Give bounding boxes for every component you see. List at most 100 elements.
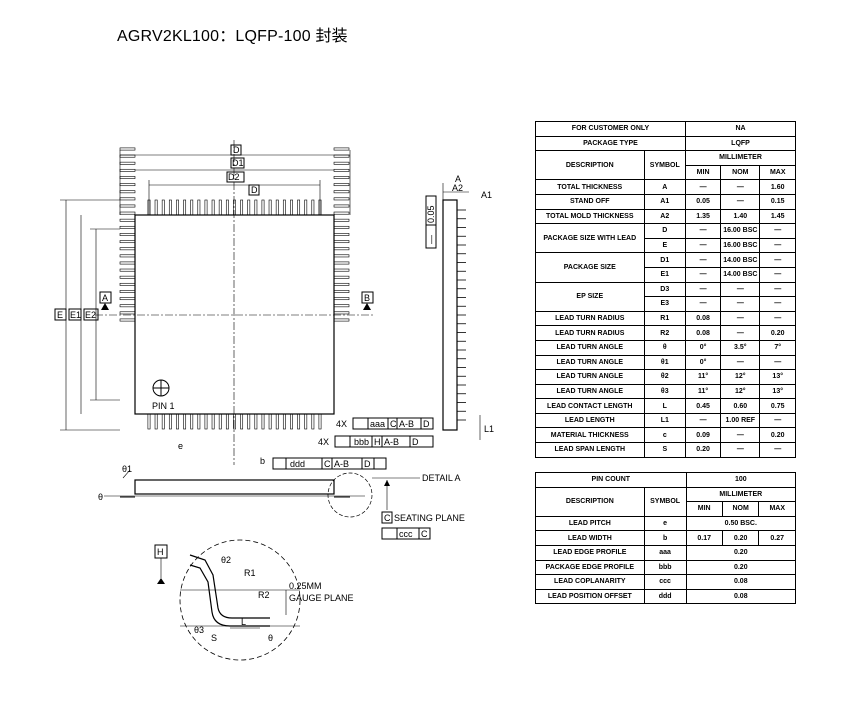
spec-table-leads: PIN COUNT 100 DESCRIPTION SYMBOL MILLIME… <box>535 472 797 605</box>
lead <box>311 199 315 216</box>
row-desc: PACKAGE SIZE WITH LEAD <box>535 223 645 254</box>
lead <box>254 199 258 216</box>
row-nom: 0.60 <box>720 398 761 414</box>
row-min: 0.08 <box>685 325 722 341</box>
lead <box>333 254 350 258</box>
theta1-label: θ1 <box>122 464 132 474</box>
lead <box>333 297 350 301</box>
row-min: 11° <box>685 369 722 385</box>
row-max: 1.60 <box>759 179 796 195</box>
table-row: E — 16.00 BSC — <box>536 237 796 254</box>
theta-label: θ <box>98 492 103 502</box>
datum-C-label: C <box>384 513 391 523</box>
row-value: 0.08 <box>685 588 797 605</box>
fc-ccc-tolerance: ccc <box>399 529 413 539</box>
row-nom: — <box>720 427 761 444</box>
fc-ccc-datum: C <box>421 529 428 539</box>
lead <box>119 304 136 308</box>
lead <box>297 199 301 216</box>
row-symbol: A <box>643 179 687 195</box>
lead <box>233 413 236 430</box>
lead <box>261 199 265 216</box>
lead-pitch-label: e <box>178 441 183 451</box>
fc3-datum: C <box>324 459 331 469</box>
theta2-label: θ2 <box>221 555 231 565</box>
fc1-datum3: D <box>423 419 430 429</box>
row-max: 0.27 <box>758 530 796 546</box>
lead <box>318 413 322 430</box>
lead <box>119 197 136 201</box>
lead <box>240 413 244 430</box>
row-nom: — <box>720 179 761 195</box>
row-nom: 12° <box>720 383 761 400</box>
customer-value: NA <box>685 121 796 137</box>
row-min: 0.20 <box>685 442 722 458</box>
row-min: 0° <box>685 354 722 371</box>
lead <box>154 199 158 216</box>
theta3-label: θ3 <box>194 625 204 635</box>
row-min: — <box>685 281 722 298</box>
table-row: LEAD TURN ANGLE θ3 11° 12° 13° <box>535 383 796 400</box>
table-row: LEAD SPAN LENGTH S 0.20 — — <box>535 442 796 458</box>
dim-D1-label: D1 <box>232 158 244 168</box>
row-symbol: L <box>643 398 687 414</box>
table-row: LEAD CONTACT LENGTH L 0.45 0.60 0.75 <box>535 398 796 414</box>
lead <box>119 240 136 244</box>
lead <box>119 147 136 151</box>
lead <box>333 176 350 179</box>
table-row: LEAD TURN RADIUS R2 0.08 — 0.20 <box>535 325 796 341</box>
row-value: 0.08 <box>685 574 797 590</box>
package-type-value: LQFP <box>685 135 796 152</box>
lead <box>333 168 350 172</box>
lead <box>333 147 350 151</box>
S-label: S <box>211 633 217 643</box>
row-max: — <box>759 296 796 312</box>
row-nom: 16.00 BSC <box>720 223 761 239</box>
row-min: — <box>685 237 722 254</box>
lead <box>333 211 350 215</box>
dim-E1-label: E1 <box>70 310 81 320</box>
fc2-prefix: 4X <box>318 437 329 447</box>
lead <box>304 199 308 216</box>
lead <box>333 304 350 308</box>
lead <box>211 413 215 430</box>
row-symbol: e <box>643 515 687 532</box>
lead <box>333 240 350 244</box>
row-max: — <box>759 281 796 298</box>
lead <box>290 413 293 430</box>
row-symbol: E <box>643 237 687 254</box>
lead <box>261 413 265 430</box>
table-row: LEAD EDGE PROFILE aaa 0.20 <box>535 544 797 561</box>
row-max: — <box>759 354 796 371</box>
row-max: 13° <box>759 369 796 385</box>
row-desc: LEAD CONTACT LENGTH <box>535 398 645 414</box>
row-symbol: bbb <box>643 559 687 576</box>
lead <box>168 199 172 216</box>
row-max: — <box>759 252 796 268</box>
row-nom: — <box>720 325 761 341</box>
row-desc: PACKAGE SIZE <box>535 252 645 283</box>
dim-A-label: A <box>455 174 461 184</box>
row-nom: 16.00 BSC <box>720 237 761 254</box>
lead <box>311 413 315 430</box>
row-desc: LEAD TURN RADIUS <box>535 325 645 341</box>
lead <box>119 211 136 215</box>
row-symbol: θ3 <box>643 383 687 400</box>
row-symbol: c <box>643 427 687 444</box>
row-desc: LEAD TURN ANGLE <box>535 354 645 371</box>
table-row: LEAD TURN ANGLE θ 0° 3.5° 7° <box>535 339 796 356</box>
lead <box>333 275 350 279</box>
package-body-top-view <box>134 214 335 415</box>
row-desc: EP SIZE <box>535 281 645 312</box>
lead <box>119 168 136 172</box>
row-max: 0.75 <box>759 398 796 414</box>
pin-count-value: 100 <box>685 472 797 488</box>
lead <box>268 413 272 430</box>
lead <box>333 290 350 293</box>
lead <box>119 233 136 236</box>
seating-plane-label: SEATING PLANE <box>394 513 465 523</box>
row-desc: LEAD EDGE PROFILE <box>535 544 645 561</box>
lead <box>119 268 136 272</box>
row-desc: PACKAGE EDGE PROFILE <box>535 559 645 576</box>
nom-header: NOM <box>721 501 760 517</box>
